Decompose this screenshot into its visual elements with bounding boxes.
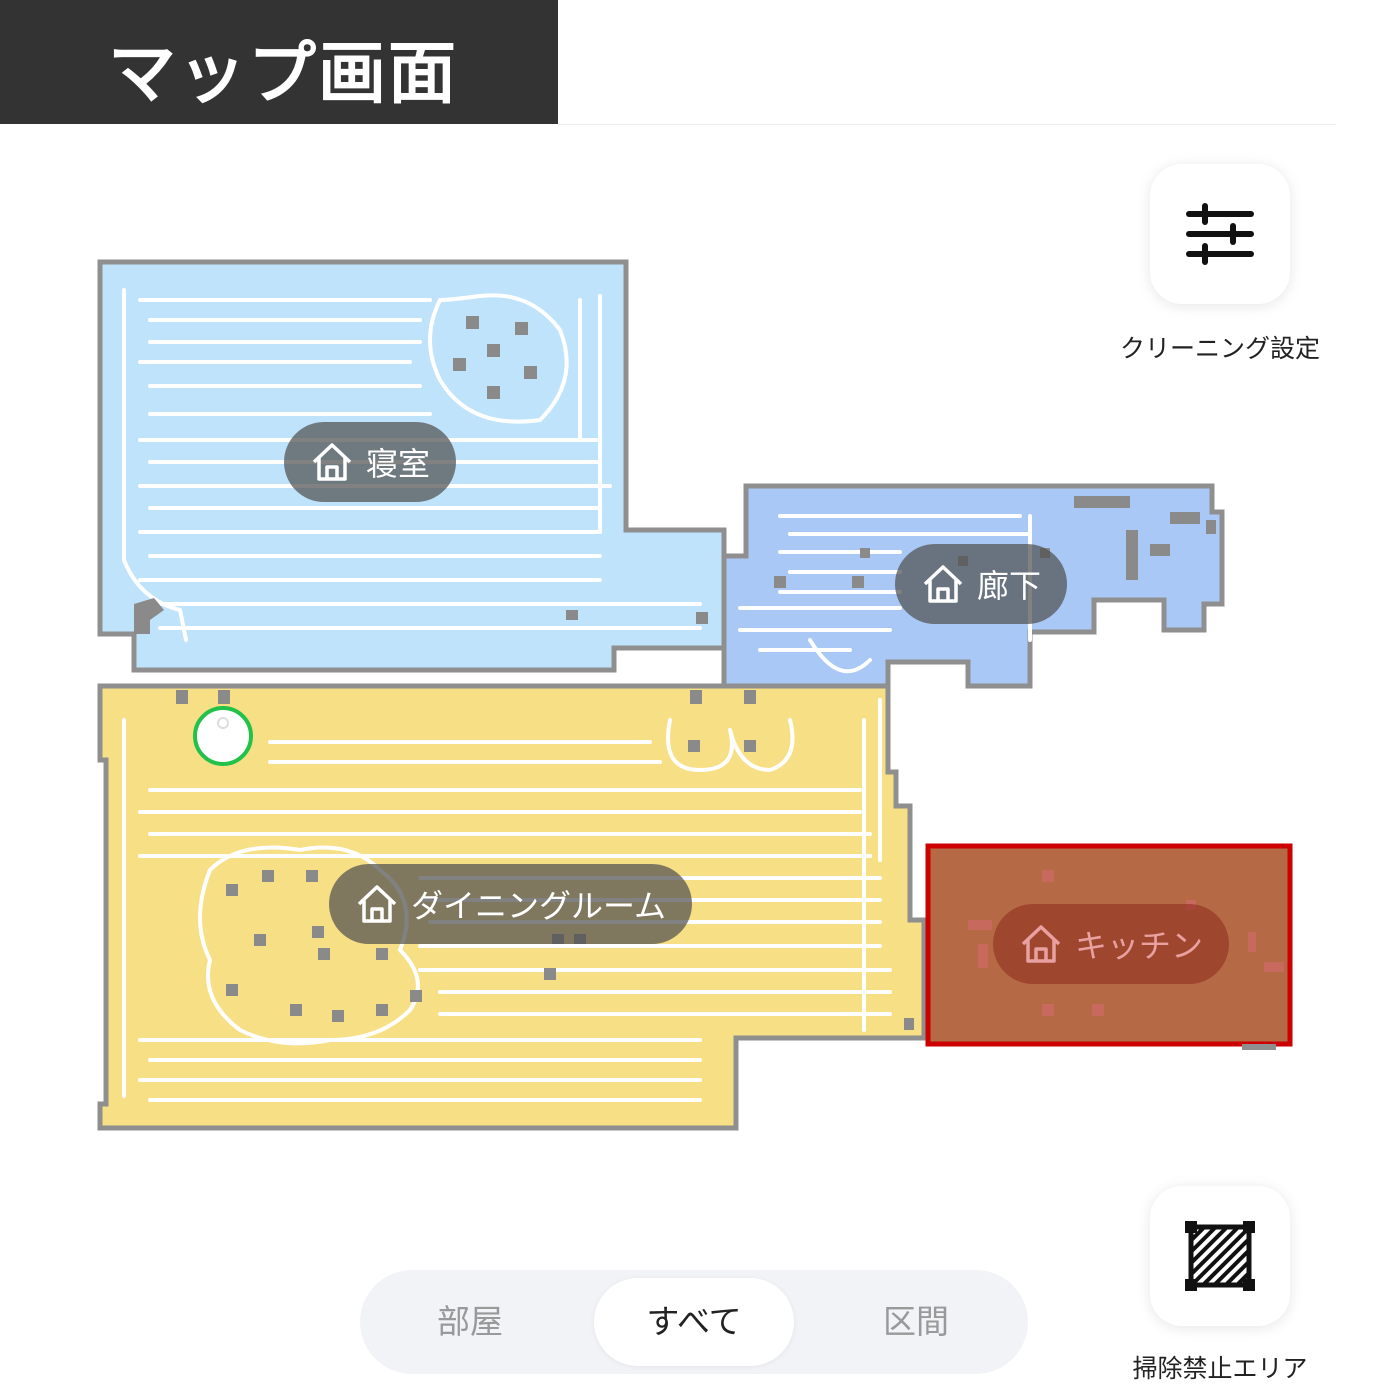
home-icon	[1021, 925, 1061, 963]
segment-zones[interactable]: 区間	[883, 1302, 949, 1341]
segment-all[interactable]: すべて	[594, 1278, 794, 1366]
page-title: マップ画面	[108, 35, 459, 114]
no-go-area-label: 掃除禁止エリア	[1132, 1354, 1308, 1383]
header-divider	[558, 124, 1336, 125]
room-label-text: 寝室	[366, 445, 431, 483]
room-label-kitchen[interactable]: キッチン	[993, 904, 1230, 984]
cleaning-settings-label: クリーニング設定	[1120, 334, 1321, 363]
room-label-text: ダイニングルーム	[411, 887, 667, 925]
room-label-bedroom[interactable]: 寝室	[284, 422, 457, 502]
room-label-text: 廊下	[977, 567, 1042, 605]
home-icon	[312, 443, 352, 481]
room-label-hallway[interactable]: 廊下	[895, 544, 1068, 624]
room-label-text: キッチン	[1075, 927, 1204, 965]
no-go-area-button[interactable]	[1150, 1186, 1290, 1326]
cleaning-settings-button[interactable]	[1150, 164, 1290, 304]
title-banner: マップ画面	[0, 0, 558, 124]
segment-rooms[interactable]: 部屋	[437, 1302, 503, 1341]
sliders-icon	[1186, 203, 1254, 265]
home-icon	[923, 565, 963, 603]
room-label-dining[interactable]: ダイニングルーム	[329, 864, 693, 944]
hatched-square-icon	[1185, 1221, 1255, 1291]
home-icon	[357, 885, 397, 923]
robot-marker[interactable]	[193, 706, 253, 766]
